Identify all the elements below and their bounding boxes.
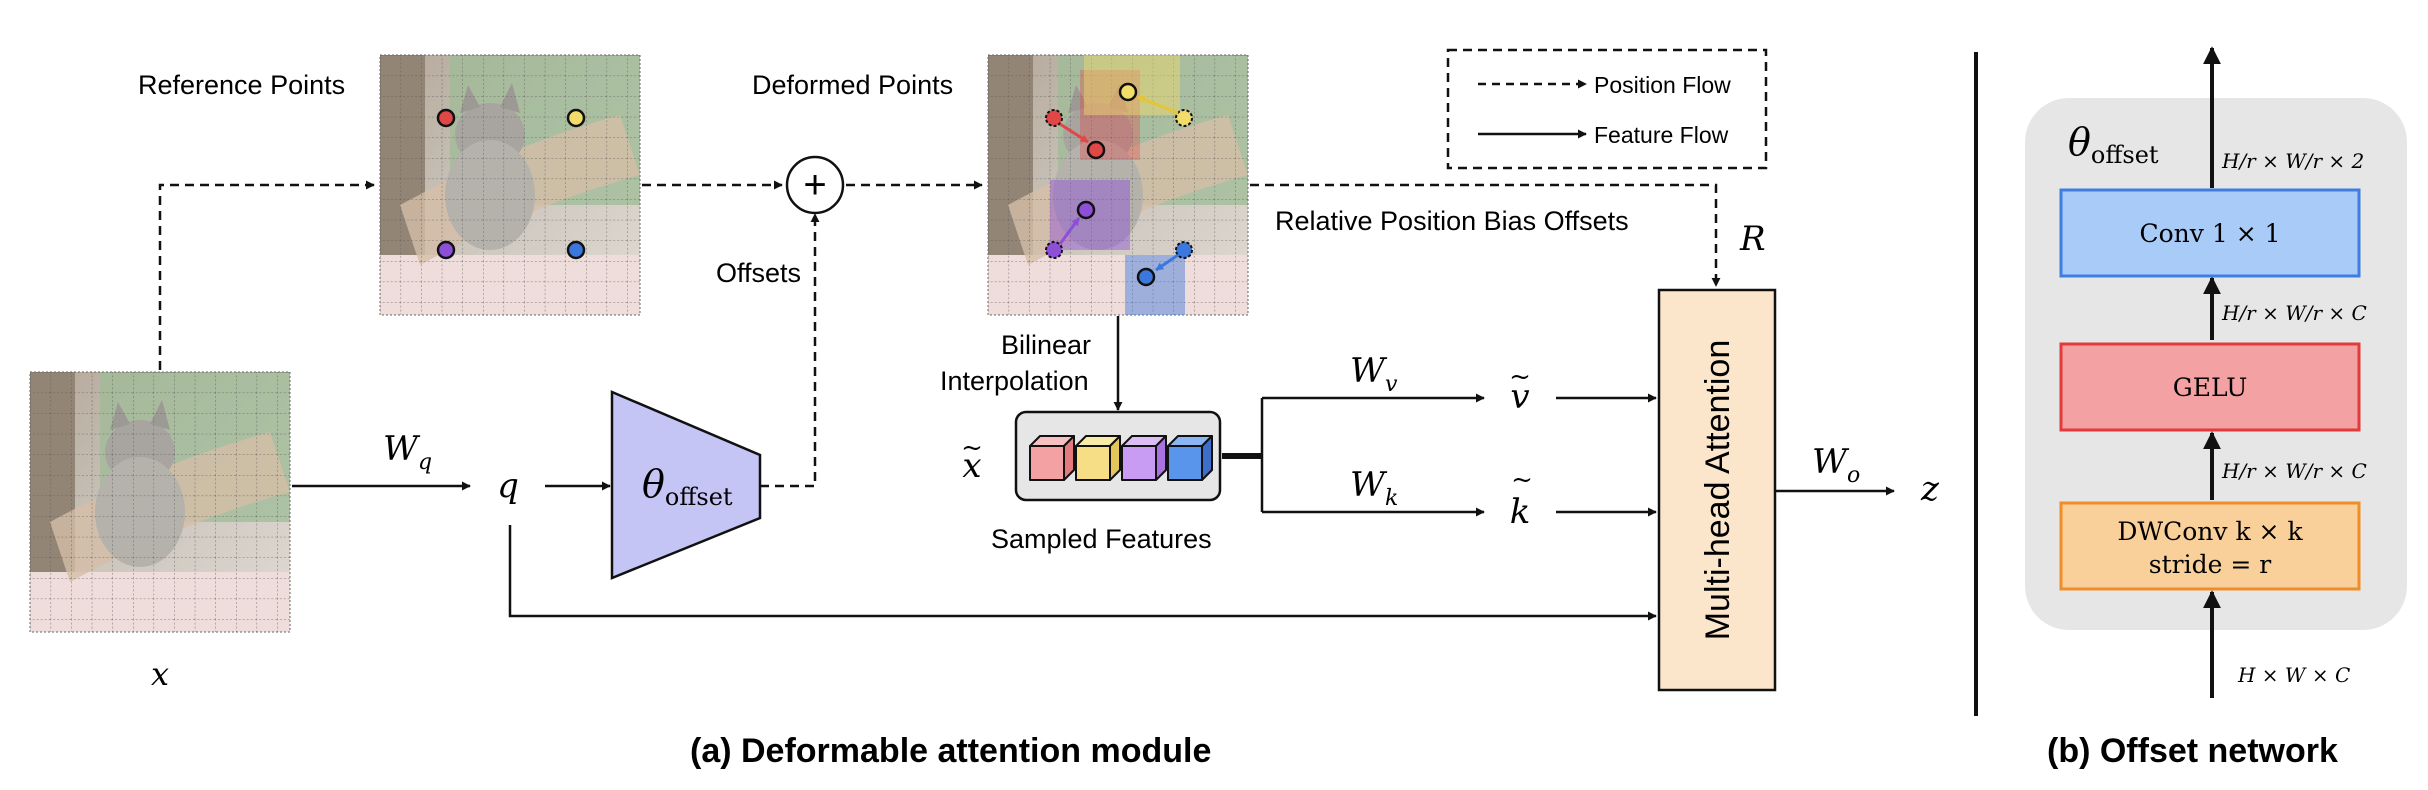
sampled-features-label: Sampled Features — [991, 524, 1212, 554]
multi-head-attention-label: Multi-head Attention — [1699, 340, 1737, 641]
feature-cube-yellow — [1075, 435, 1121, 481]
dwconv-label-line2: stride = r — [2149, 550, 2271, 579]
Wv-label: Wv — [1350, 351, 1398, 397]
q-label: q — [497, 466, 519, 506]
x-tilde-accent: ~ — [961, 433, 983, 463]
x-tilde-label: x — [962, 446, 981, 486]
input-image-x — [29, 371, 291, 633]
feature-cube-blue — [1167, 435, 1213, 481]
reference-points-label: Reference Points — [138, 70, 345, 100]
v-tilde-label: v — [1510, 377, 1529, 417]
R-label: R — [1739, 219, 1766, 259]
k-tilde-accent: ~ — [1511, 465, 1533, 495]
deformed-point-yellow — [1118, 82, 1138, 102]
ref-point-red — [436, 108, 456, 128]
deformed-point-blue — [1136, 267, 1156, 287]
k-tilde-label: k — [1510, 492, 1531, 532]
interpolation-label: Interpolation — [940, 366, 1089, 396]
deformed-point-purple — [1076, 200, 1096, 220]
offsets-label: Offsets — [716, 258, 801, 288]
plus-symbol: + — [803, 163, 826, 207]
legend-position-flow: Position Flow — [1594, 72, 1731, 98]
conv-1x1-label: Conv 1 × 1 — [2139, 219, 2280, 248]
theta-offset-label: θoffset — [642, 462, 733, 511]
dim-input: H × W × C — [2237, 663, 2350, 687]
dwconv-label-line1: DWConv k × k — [2117, 517, 2303, 546]
Wk-label: Wk — [1350, 465, 1398, 511]
deformed-point-red — [1086, 140, 1106, 160]
dwconv-block — [2059, 501, 2361, 591]
deformed-points-label: Deformed Points — [752, 70, 953, 100]
relative-position-bias-offsets-label: Relative Position Bias Offsets — [1275, 206, 1629, 236]
caption-b: (b) Offset network — [2047, 732, 2338, 770]
reference-points-image — [379, 54, 641, 316]
ref-point-yellow — [566, 108, 586, 128]
offset-network-panel: θoffset Conv 1 × 1 GELU DWConv k × k str… — [2025, 46, 2407, 698]
caption-a: (a) Deformable attention module — [690, 732, 1211, 770]
theta-offset-network: θoffset — [610, 390, 762, 580]
dim-mid1: H/r × W/r × C — [2221, 301, 2367, 325]
dim-mid2: H/r × W/r × C — [2221, 459, 2367, 483]
ref-point-purple — [436, 240, 456, 260]
deformed-points-image — [987, 54, 1249, 316]
position-flow-arrows — [158, 180, 1721, 488]
legend-feature-flow: Feature Flow — [1594, 122, 1729, 148]
gelu-label: GELU — [2173, 373, 2248, 402]
feature-flow-arrows — [292, 316, 1895, 621]
bilinear-label: Bilinear — [1001, 330, 1091, 360]
legend: Position Flow Feature Flow — [1446, 48, 1768, 170]
gelu-block — [2059, 342, 2361, 432]
ref-point-blue — [566, 240, 586, 260]
add-node: + — [785, 155, 845, 215]
sampled-features-box — [1014, 410, 1222, 502]
z-label: z — [1920, 469, 1940, 509]
feature-cube-purple — [1121, 435, 1167, 481]
dim-top: H/r × W/r × 2 — [2221, 149, 2364, 173]
offset-network-title: θoffset — [2068, 120, 2159, 169]
Wo-label: Wo — [1812, 442, 1860, 488]
feature-cube-red — [1029, 435, 1075, 481]
input-x-label: x — [151, 655, 169, 693]
v-tilde-accent: ~ — [1509, 362, 1531, 392]
Wq-label: Wq — [383, 429, 432, 475]
conv-1x1-block — [2059, 188, 2361, 278]
multi-head-attention-box: Multi-head Attention — [1657, 288, 1777, 692]
